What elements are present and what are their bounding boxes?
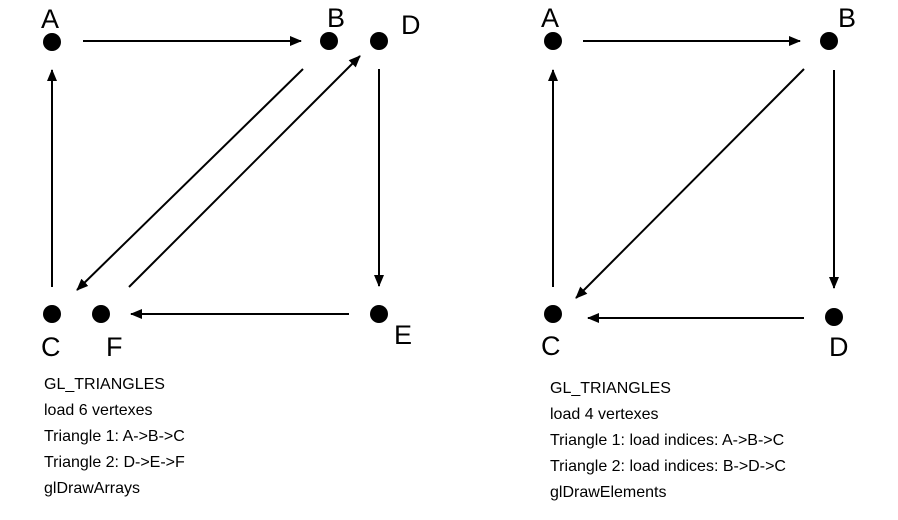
- left-edge-f-to-d-arrow: [128, 55, 361, 288]
- left-edge-b-to-c-arrow: [76, 68, 304, 291]
- right-note-triangle-1: Triangle 1: load indices: A->B->C: [550, 432, 785, 449]
- left-vertex-c-dot: [43, 305, 61, 323]
- left-vertex-d-dot: [370, 32, 388, 50]
- right-diagram: [544, 32, 843, 326]
- left-note-triangle-2: Triangle 2: D->E->F: [44, 454, 185, 471]
- left-note-mode: GL_TRIANGLES: [44, 376, 165, 393]
- left-vertex-b-label: B: [327, 3, 346, 33]
- left-notes: GL_TRIANGLES load 6 vertexes Triangle 1:…: [44, 372, 185, 502]
- right-vertex-b-dot: [820, 32, 838, 50]
- left-vertex-e-dot: [370, 305, 388, 323]
- right-vertex-c-dot: [544, 305, 562, 323]
- right-note-load: load 4 vertexes: [550, 406, 659, 423]
- left-diagram: [43, 32, 388, 323]
- left-vertex-f-label: F: [106, 332, 123, 362]
- left-note-triangle-1: Triangle 1: A->B->C: [44, 428, 185, 445]
- left-vertex-c-label: C: [41, 332, 61, 362]
- right-vertex-d-label: D: [829, 332, 849, 362]
- right-note-triangle-2: Triangle 2: load indices: B->D->C: [550, 458, 786, 475]
- left-vertex-f-dot: [92, 305, 110, 323]
- left-note-draw-call: glDrawArrays: [44, 480, 141, 497]
- left-vertex-e-label: E: [394, 320, 413, 350]
- right-vertex-d-dot: [825, 308, 843, 326]
- right-vertex-b-label: B: [838, 3, 857, 33]
- right-vertex-a-label: A: [541, 3, 560, 33]
- right-edge-b-to-c-arrow: [575, 68, 805, 299]
- left-vertex-a-dot: [43, 33, 61, 51]
- right-note-draw-call: glDrawElements: [550, 484, 667, 501]
- left-vertex-b-dot: [320, 32, 338, 50]
- left-vertex-a-label: A: [41, 4, 60, 34]
- right-notes: GL_TRIANGLES load 4 vertexes Triangle 1:…: [550, 376, 786, 506]
- left-note-load: load 6 vertexes: [44, 402, 153, 419]
- right-note-mode: GL_TRIANGLES: [550, 380, 671, 397]
- left-vertex-d-label: D: [401, 10, 421, 40]
- right-vertex-c-label: C: [541, 331, 561, 361]
- right-vertex-a-dot: [544, 32, 562, 50]
